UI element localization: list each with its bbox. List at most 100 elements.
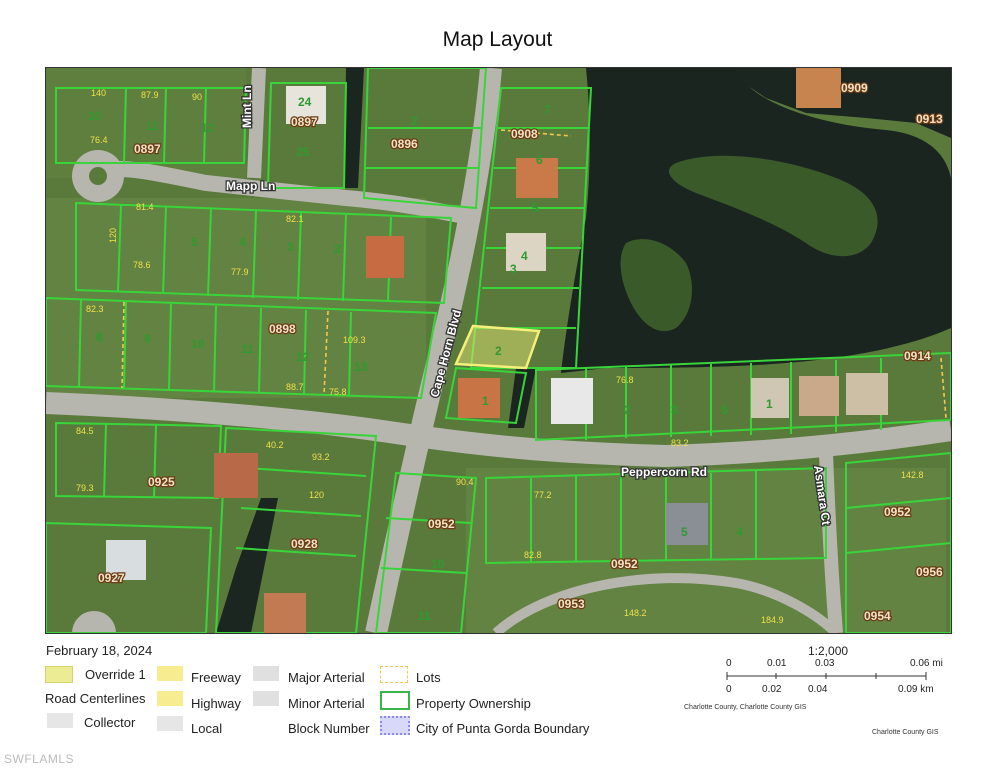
legend-collector-label: Collector (84, 715, 136, 730)
scale-mi-tick: 0.06 mi (910, 658, 943, 669)
lot-number: 2 (411, 114, 418, 128)
legend-swatch-major-arterial (253, 666, 279, 681)
legend-override-label: Override 1 (85, 667, 146, 682)
block-number: 0913 (916, 112, 943, 126)
page-title: Map Layout (442, 28, 553, 51)
lot-number: 1 (766, 397, 773, 411)
lot-number: 2 (624, 403, 631, 417)
block-number: 0956 (916, 565, 943, 579)
lot-number: 3 (510, 262, 517, 276)
block-number: 0925 (148, 475, 175, 489)
credit-right: Charlotte County GIS (872, 729, 939, 736)
scale-km-tick: 0.09 km (898, 684, 934, 695)
legend-major-arterial-label: Major Arterial (288, 670, 365, 685)
legend-minor-arterial-label: Minor Arterial (288, 696, 365, 711)
lot-dimension: 148.2 (624, 608, 647, 618)
canal-north (344, 68, 364, 188)
legend-block-number-label: Block Number (288, 721, 370, 736)
road-label-peppercorn-rd: Peppercorn Rd (621, 465, 707, 479)
lot-number: 5 (681, 525, 688, 539)
lot-number: 5 (532, 201, 539, 215)
scale-km-tick: 0 (726, 684, 732, 695)
lot-dimension: 120 (108, 228, 118, 243)
grass-patch (46, 198, 426, 398)
scale-bar-lines (726, 672, 927, 680)
lot-number: 4 (521, 249, 528, 263)
lot-number: 4 (239, 235, 246, 249)
map-view[interactable]: Mapp Ln Mint Ln Cape Horn Blvd Peppercor… (45, 67, 952, 634)
block-number: 0897 (291, 115, 318, 129)
legend-swatch-highway (157, 691, 183, 706)
block-number: 0952 (611, 557, 638, 571)
lot-dimension: 82.3 (86, 304, 104, 314)
block-number: 0897 (134, 142, 161, 156)
legend-swatch-lots (380, 666, 408, 683)
lot-dimension: 78.6 (133, 260, 151, 270)
lot-dimension: 90.4 (456, 477, 474, 487)
lot-number: 9 (144, 332, 151, 346)
lot-number: 8 (96, 330, 103, 344)
lot-number: 13 (354, 360, 368, 374)
road-mint-ln (247, 68, 266, 179)
road-peppercorn-rd (46, 392, 951, 468)
road-label-mint-ln: Mint Ln (240, 85, 254, 128)
scale-km-tick: 0.02 (762, 684, 782, 695)
cul-de-sac-south (72, 611, 116, 633)
subject-lot-highlight[interactable] (454, 324, 541, 370)
road-curve (492, 573, 840, 633)
lot-dimension: 90 (192, 92, 202, 102)
lot-dimension: 40.2 (266, 440, 284, 450)
canal-south (216, 498, 278, 633)
lot-number: 2 (495, 344, 502, 358)
legend-freeway-label: Freeway (191, 670, 241, 685)
lot-number: 12 (296, 350, 310, 364)
lot-number: 11 (241, 342, 254, 356)
lot-dimension: 109.3 (343, 335, 366, 345)
lot-number: 24 (298, 95, 312, 109)
lot-dimension: 77.2 (534, 490, 552, 500)
scale-mi-tick: 0.03 (815, 658, 835, 669)
scale-mi-tick: 0 (726, 658, 732, 669)
lot-number: 10 (431, 557, 445, 571)
lot-number: 4 (736, 525, 743, 539)
scale-ratio: 1:2,000 (808, 644, 849, 658)
lot-dimension: 76.8 (616, 375, 634, 385)
lot-dimension: 77.9 (231, 267, 249, 277)
block-number: 0928 (291, 537, 318, 551)
houses (106, 68, 888, 633)
lot-dashed-lines (121, 129, 947, 419)
lot-dimensions: 140 87.9 90 76.4 120 82.3 82.1 81.4 77.9… (76, 88, 924, 625)
lot-number: 2 (334, 242, 341, 256)
lot-number: 7 (544, 103, 551, 117)
lot-dimension: 76.4 (90, 135, 108, 145)
island-large (668, 155, 878, 257)
legend-swatch-collector (47, 713, 73, 728)
block-number: 0898 (269, 322, 296, 336)
scale-km-tick: 0.04 (808, 684, 828, 695)
legend-lots-label: Lots (416, 670, 441, 685)
block-numbers: 0897 0897 0896 0908 0909 0913 0898 0914 … (97, 80, 945, 625)
lot-dimension: 93.2 (312, 452, 330, 462)
lot-number: 6 (536, 153, 543, 167)
lot-dimension: 184.9 (761, 615, 784, 625)
lot-number: 12 (201, 121, 215, 135)
lot-number: 10 (88, 109, 102, 123)
lot-number: 11 (146, 119, 159, 133)
lot-dimension: 84.5 (76, 426, 94, 436)
lot-dimension: 82.1 (286, 214, 304, 224)
block-number: 0953 (558, 597, 585, 611)
lot-dimension: 75.8 (329, 387, 347, 397)
lot-number: 11 (418, 609, 431, 623)
map-canvas[interactable]: Mapp Ln Mint Ln Cape Horn Blvd Peppercor… (46, 68, 951, 633)
lot-number: 1 (482, 394, 489, 408)
legend-property-ownership-label: Property Ownership (416, 696, 531, 711)
block-number: 0896 (391, 137, 418, 151)
scale-bar: 1:2,000 0 0.01 0.03 0.06 mi 0 0.02 0.04 … (690, 642, 950, 712)
parcel-lines (46, 68, 951, 633)
lot-dimension: 79.3 (76, 483, 94, 493)
legend-swatch-freeway (157, 666, 183, 681)
island-small (620, 239, 692, 332)
road-cape-horn-blvd (365, 68, 502, 633)
lot-dimension: 142.8 (901, 470, 924, 480)
legend-city-boundary-label: City of Punta Gorda Boundary (416, 721, 590, 736)
